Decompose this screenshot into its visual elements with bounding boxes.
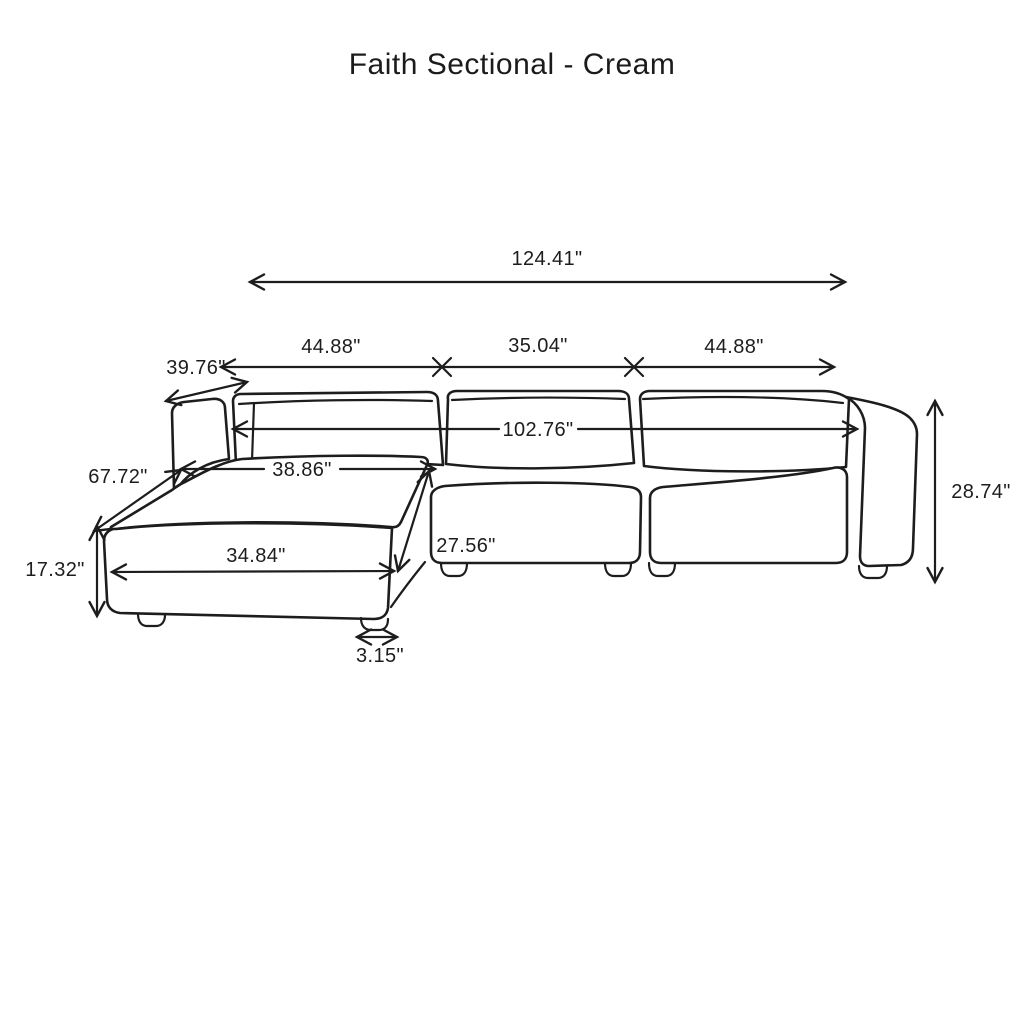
seat-leg-3 [647, 561, 677, 578]
dimension-back-sections: 44.88" 35.04" 44.88" [218, 335, 837, 378]
seat-leg-1 [439, 561, 469, 578]
section-right-label: 44.88" [704, 336, 764, 358]
overall-height-label: 28.74" [951, 481, 1011, 503]
seat-cushion-right [648, 466, 849, 565]
dimension-leg-height: 3.15" [354, 628, 404, 667]
chaise-side-bottom-edge [389, 560, 427, 609]
sofa-chaise [102, 454, 430, 632]
seat-height-label: 17.32" [25, 559, 85, 581]
dimension-chaise-seat-width: 34.84" [109, 545, 397, 581]
section-middle-label: 35.04" [508, 335, 568, 357]
page-title: Faith Sectional - Cream [348, 48, 676, 81]
section-divider-x-right [623, 356, 645, 378]
chaise-interior-label: 38.86" [272, 459, 332, 481]
right-arm-body [844, 395, 919, 568]
back-cushion-left-edge [250, 401, 256, 463]
dimension-overall-height: 28.74" [926, 398, 1011, 585]
dimension-chaise-side-depth: 27.56" [393, 468, 496, 574]
chaise-depth-arrow [91, 468, 184, 533]
dimension-arm-depth: 39.76" [163, 357, 250, 407]
sofa-right-arm [844, 395, 919, 580]
interior-width-label: 102.76" [502, 419, 573, 441]
dimension-seat-height: 17.32" [25, 523, 106, 619]
chaise-top-surface [109, 454, 430, 531]
sofa-seat-cushions [429, 466, 849, 578]
chaise-seat-width-label: 34.84" [226, 545, 286, 567]
arm-depth-arrow [163, 376, 250, 407]
dimension-chaise-depth: 67.72" [88, 466, 184, 533]
section-divider-x-left [431, 356, 453, 378]
sofa-illustration [102, 389, 919, 632]
chaise-seat-width-arrow [109, 562, 397, 581]
back-cushion-right [638, 389, 851, 473]
dimension-interior-width: 102.76" [230, 419, 860, 441]
section-left-label: 44.88" [301, 336, 361, 358]
chaise-side-depth-label: 27.56" [436, 535, 496, 557]
overall-width-label: 124.41" [511, 248, 582, 270]
chaise-depth-label: 67.72" [88, 466, 148, 488]
seat-leg-2 [603, 561, 633, 578]
back-cushion-middle [444, 389, 636, 470]
dimension-overall-width: 124.41" [247, 248, 848, 291]
back-cushion-top-seams [237, 395, 845, 406]
chaise-foot-left [136, 612, 167, 628]
right-arm-foot [857, 564, 889, 580]
leg-height-label: 3.15" [356, 645, 404, 667]
chaise-side-depth-arrow [393, 468, 434, 574]
arm-depth-label: 39.76" [166, 357, 226, 379]
